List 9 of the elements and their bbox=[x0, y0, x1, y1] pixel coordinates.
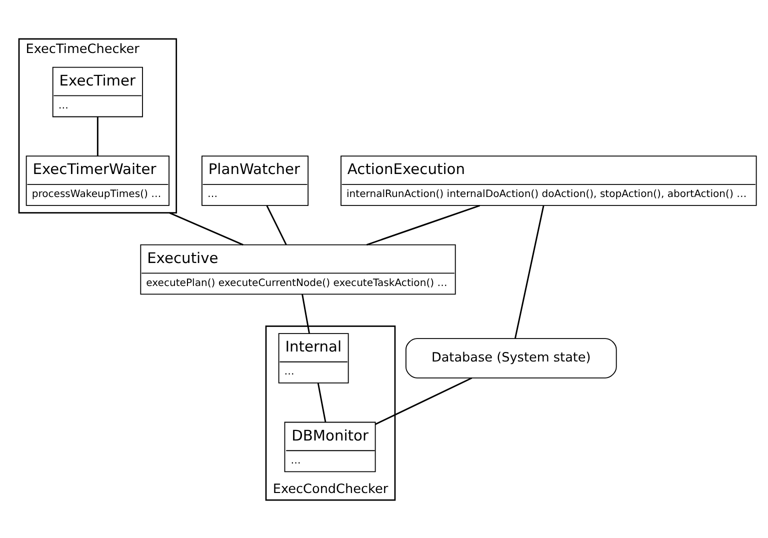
connector bbox=[302, 294, 310, 334]
connector bbox=[96, 116, 98, 156]
connector bbox=[514, 205, 544, 338]
connector bbox=[317, 382, 326, 422]
connector bbox=[375, 376, 472, 424]
connector bbox=[266, 204, 287, 244]
node-box: Database (System state) bbox=[406, 338, 617, 378]
connector bbox=[169, 212, 244, 245]
connector bbox=[366, 204, 480, 245]
